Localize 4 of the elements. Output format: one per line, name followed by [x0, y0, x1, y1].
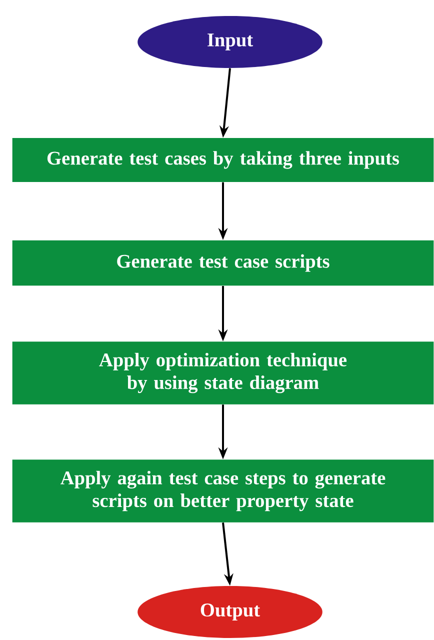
process-box: Apply optimization technique by using state diagram: [12, 342, 434, 404]
process-box: Apply again test case steps to generate scripts on better property state: [12, 460, 434, 522]
process-box: Generate test cases by taking three inputs: [12, 138, 434, 182]
process-box: Generate test case scripts: [12, 240, 434, 286]
